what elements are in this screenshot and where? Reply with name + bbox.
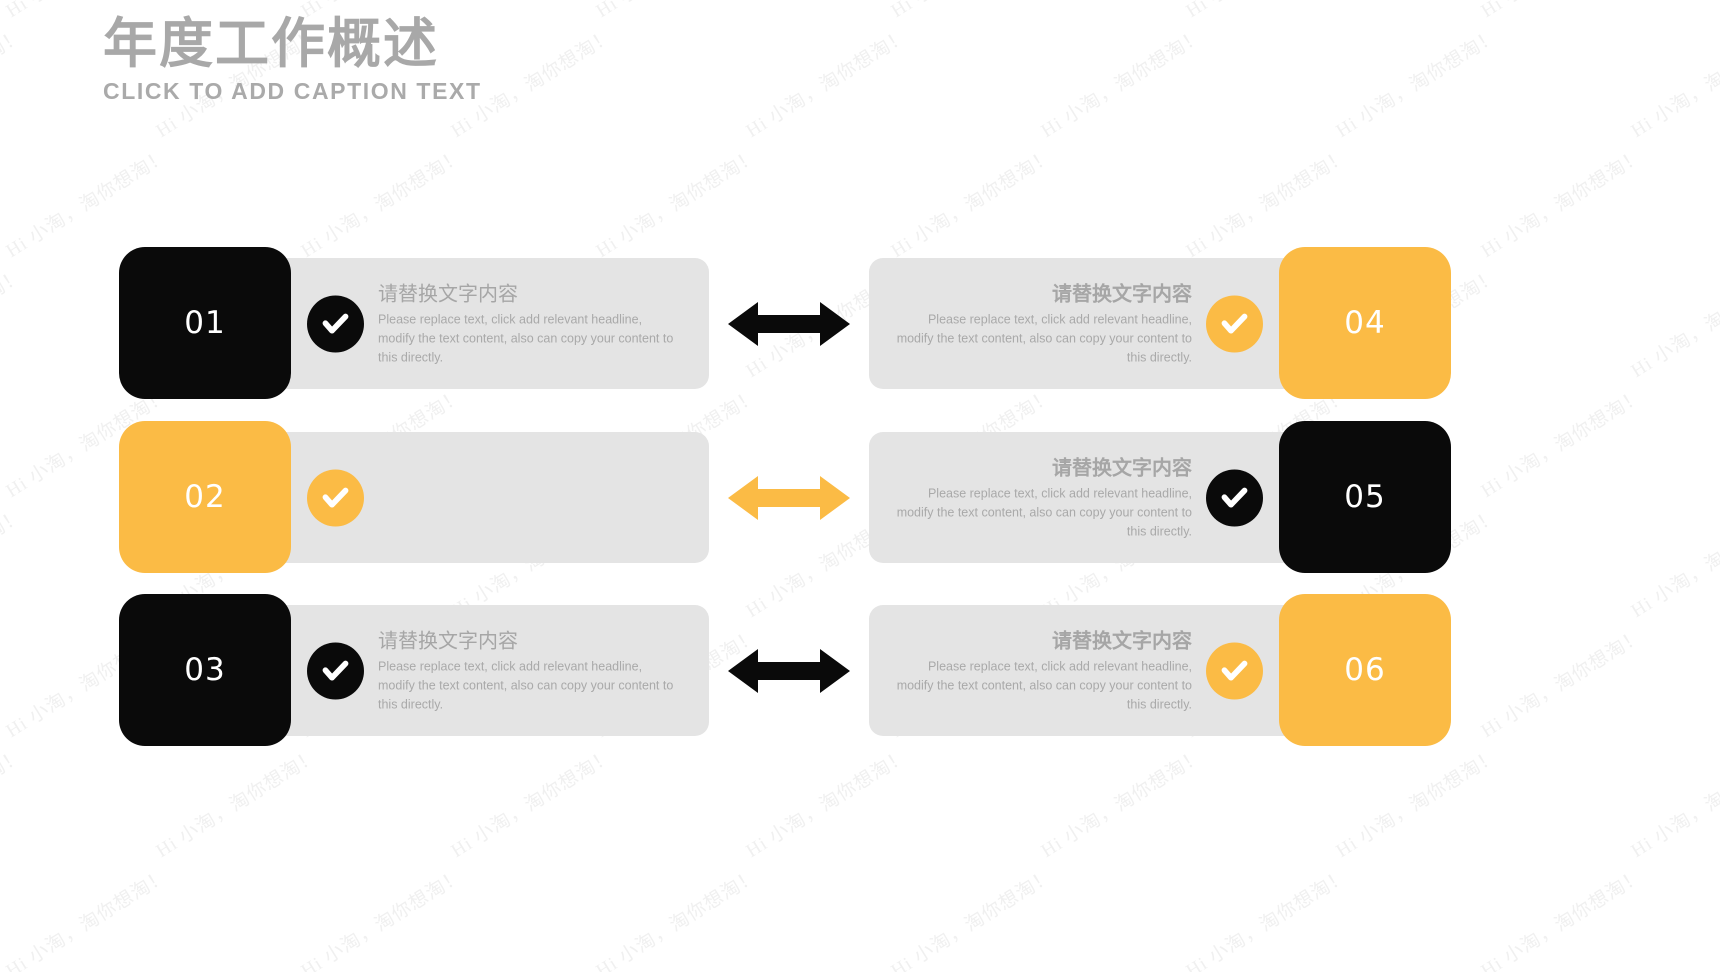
item-05-number-label: 05 bbox=[1344, 479, 1386, 515]
content-row: 03 请替换文字内容 Please replace text, click add … bbox=[0, 583, 1720, 758]
item-04-text-block: 请替换文字内容 Please replace text, click add re… bbox=[892, 280, 1192, 367]
item-03-body[interactable]: Please replace text, click add relevant … bbox=[378, 659, 674, 711]
item-06-body[interactable]: Please replace text, click add relevant … bbox=[896, 659, 1192, 711]
item-05-right-group[interactable]: 05 请替换文字内容 Please replace text, click add … bbox=[869, 410, 1451, 585]
item-01-number-badge[interactable]: 01 bbox=[119, 247, 291, 399]
item-02-number-badge[interactable]: 02 bbox=[119, 421, 291, 573]
item-04-heading[interactable]: 请替换文字内容 bbox=[1052, 281, 1192, 305]
item-01-body[interactable]: Please replace text, click add relevant … bbox=[378, 312, 674, 364]
page-subtitle: CLICK TO ADD CAPTION TEXT bbox=[103, 78, 482, 105]
item-04-number-label: 04 bbox=[1344, 305, 1386, 341]
page-title: 年度工作概述 bbox=[103, 12, 439, 75]
item-05-number-badge[interactable]: 05 bbox=[1279, 421, 1451, 573]
item-02-number-label: 02 bbox=[184, 479, 226, 515]
item-03-left-group[interactable]: 03 请替换文字内容 Please replace text, click add … bbox=[119, 583, 709, 758]
double-headed-arrow-icon bbox=[728, 470, 850, 526]
double-headed-arrow-icon bbox=[728, 296, 850, 352]
item-06-text-block: 请替换文字内容 Please replace text, click add re… bbox=[892, 627, 1192, 714]
title-block: 年度工作概述 CLICK TO ADD CAPTION TEXT bbox=[103, 14, 482, 105]
check-circle-icon bbox=[1206, 469, 1263, 526]
item-05-text-block: 请替换文字内容 Please replace text, click add re… bbox=[892, 454, 1192, 541]
item-01-heading[interactable]: 请替换文字内容 bbox=[378, 281, 518, 305]
check-circle-icon bbox=[1206, 642, 1263, 699]
item-01-left-group[interactable]: 01 请替换文字内容 Please replace text, click add … bbox=[119, 236, 709, 411]
double-headed-arrow-icon bbox=[728, 643, 850, 699]
item-06-number-label: 06 bbox=[1344, 652, 1386, 688]
item-02-left-group[interactable]: 02 bbox=[119, 410, 709, 585]
item-06-heading[interactable]: 请替换文字内容 bbox=[1052, 628, 1192, 652]
item-03-heading[interactable]: 请替换文字内容 bbox=[378, 628, 518, 652]
item-03-text-block: 请替换文字内容 Please replace text, click add re… bbox=[378, 627, 678, 714]
content-row: 01 请替换文字内容 Please replace text, click add … bbox=[0, 236, 1720, 411]
item-05-heading[interactable]: 请替换文字内容 bbox=[1052, 455, 1192, 479]
item-05-body[interactable]: Please replace text, click add relevant … bbox=[896, 486, 1192, 538]
item-03-number-badge[interactable]: 03 bbox=[119, 594, 291, 746]
check-circle-icon bbox=[307, 469, 364, 526]
content-row: 02 05 请替换文字内容 Please replace text, click ad… bbox=[0, 410, 1720, 585]
check-circle-icon bbox=[1206, 295, 1263, 352]
item-03-number-label: 03 bbox=[184, 652, 226, 688]
check-circle-icon bbox=[307, 642, 364, 699]
item-06-right-group[interactable]: 06 请替换文字内容 Please replace text, click add … bbox=[869, 583, 1451, 758]
item-04-right-group[interactable]: 04 请替换文字内容 Please replace text, click add … bbox=[869, 236, 1451, 411]
item-04-body[interactable]: Please replace text, click add relevant … bbox=[896, 312, 1192, 364]
item-01-number-label: 01 bbox=[184, 305, 226, 341]
item-04-number-badge[interactable]: 04 bbox=[1279, 247, 1451, 399]
item-06-number-badge[interactable]: 06 bbox=[1279, 594, 1451, 746]
check-circle-icon bbox=[307, 295, 364, 352]
item-01-text-block: 请替换文字内容 Please replace text, click add re… bbox=[378, 280, 678, 367]
